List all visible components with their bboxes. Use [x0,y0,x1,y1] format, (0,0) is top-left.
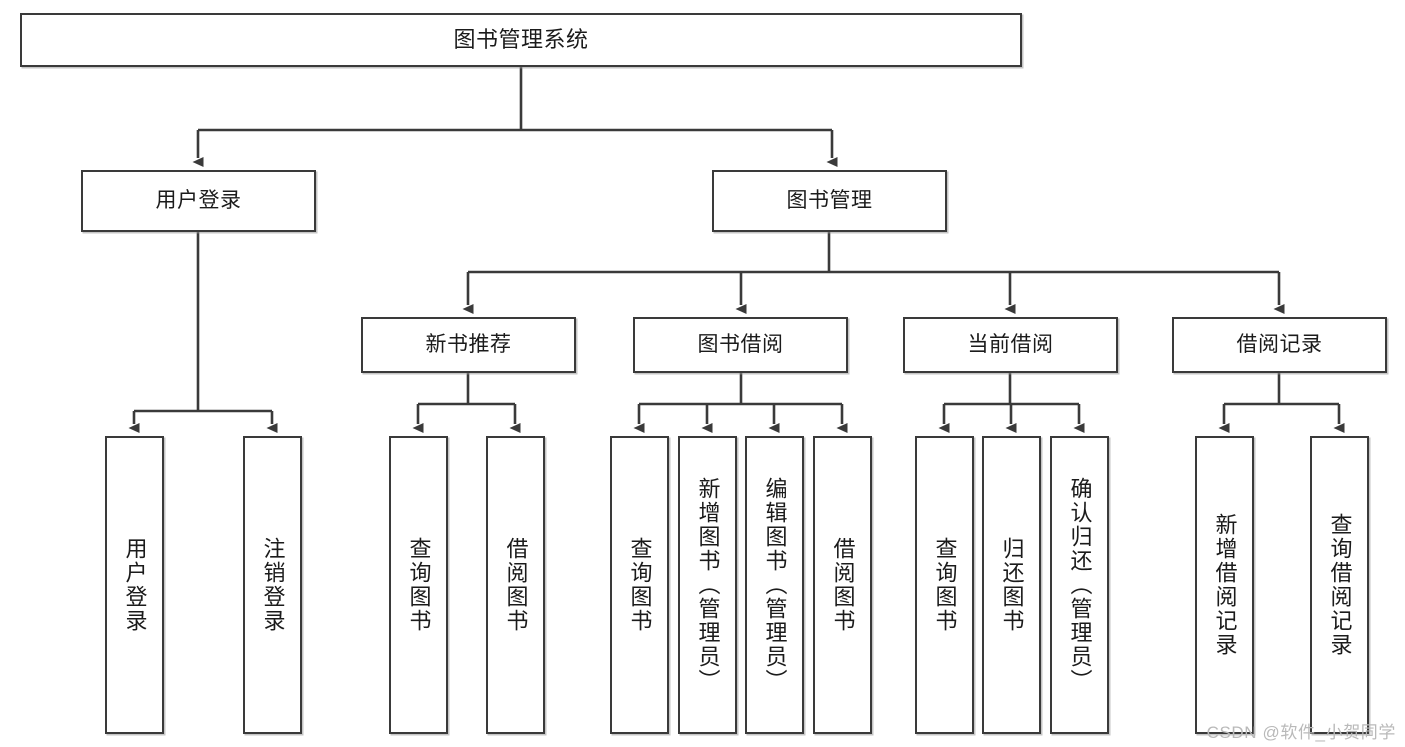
node-label: 借阅记录 [1236,332,1323,356]
node-leaf-query-record[interactable]: 查询借阅记录 [1310,436,1369,734]
node-leaf-query-book-1[interactable]: 查询图书 [389,436,448,734]
node-leaf-return-book[interactable]: 归还图书 [982,436,1041,734]
node-root[interactable]: 图书管理系统 [20,13,1022,67]
node-label: 借阅图书 [503,537,529,633]
node-label: 注销登录 [260,537,286,633]
node-borrow-record[interactable]: 借阅记录 [1172,317,1387,373]
node-label: 新增借阅记录 [1212,513,1238,657]
node-label: 借阅图书 [830,537,856,633]
node-book-manage[interactable]: 图书管理 [712,170,947,232]
node-label: 查询图书 [627,537,653,633]
node-label: 确认归还（管理员） [1067,477,1093,693]
node-book-borrow[interactable]: 图书借阅 [633,317,848,373]
node-label: 图书管理 [786,188,873,212]
node-leaf-edit-book[interactable]: 编辑图书（管理员） [745,436,804,734]
node-leaf-confirm-return[interactable]: 确认归还（管理员） [1050,436,1109,734]
watermark-text: CSDN @软件_小贺同学 [1206,723,1396,742]
node-label: 图书管理系统 [453,27,589,53]
node-leaf-logout[interactable]: 注销登录 [243,436,302,734]
node-leaf-borrow-book-2[interactable]: 借阅图书 [813,436,872,734]
node-label: 归还图书 [999,537,1025,633]
node-label: 查询图书 [932,537,958,633]
node-label: 用户登录 [122,537,148,633]
node-label: 用户登录 [155,188,242,212]
node-new-book-rec[interactable]: 新书推荐 [361,317,576,373]
node-leaf-query-book-3[interactable]: 查询图书 [915,436,974,734]
node-label: 新增图书（管理员） [695,477,721,693]
node-leaf-add-book[interactable]: 新增图书（管理员） [678,436,737,734]
node-current-borrow[interactable]: 当前借阅 [903,317,1118,373]
node-leaf-query-book-2[interactable]: 查询图书 [610,436,669,734]
node-leaf-borrow-book-1[interactable]: 借阅图书 [486,436,545,734]
node-label: 查询图书 [406,537,432,633]
node-label: 图书借阅 [697,332,784,356]
node-label: 查询借阅记录 [1327,513,1353,657]
node-leaf-add-record[interactable]: 新增借阅记录 [1195,436,1254,734]
node-leaf-user-login[interactable]: 用户登录 [105,436,164,734]
node-label: 编辑图书（管理员） [762,477,788,693]
node-user-login[interactable]: 用户登录 [81,170,316,232]
node-label: 新书推荐 [425,332,512,356]
node-label: 当前借阅 [967,332,1054,356]
